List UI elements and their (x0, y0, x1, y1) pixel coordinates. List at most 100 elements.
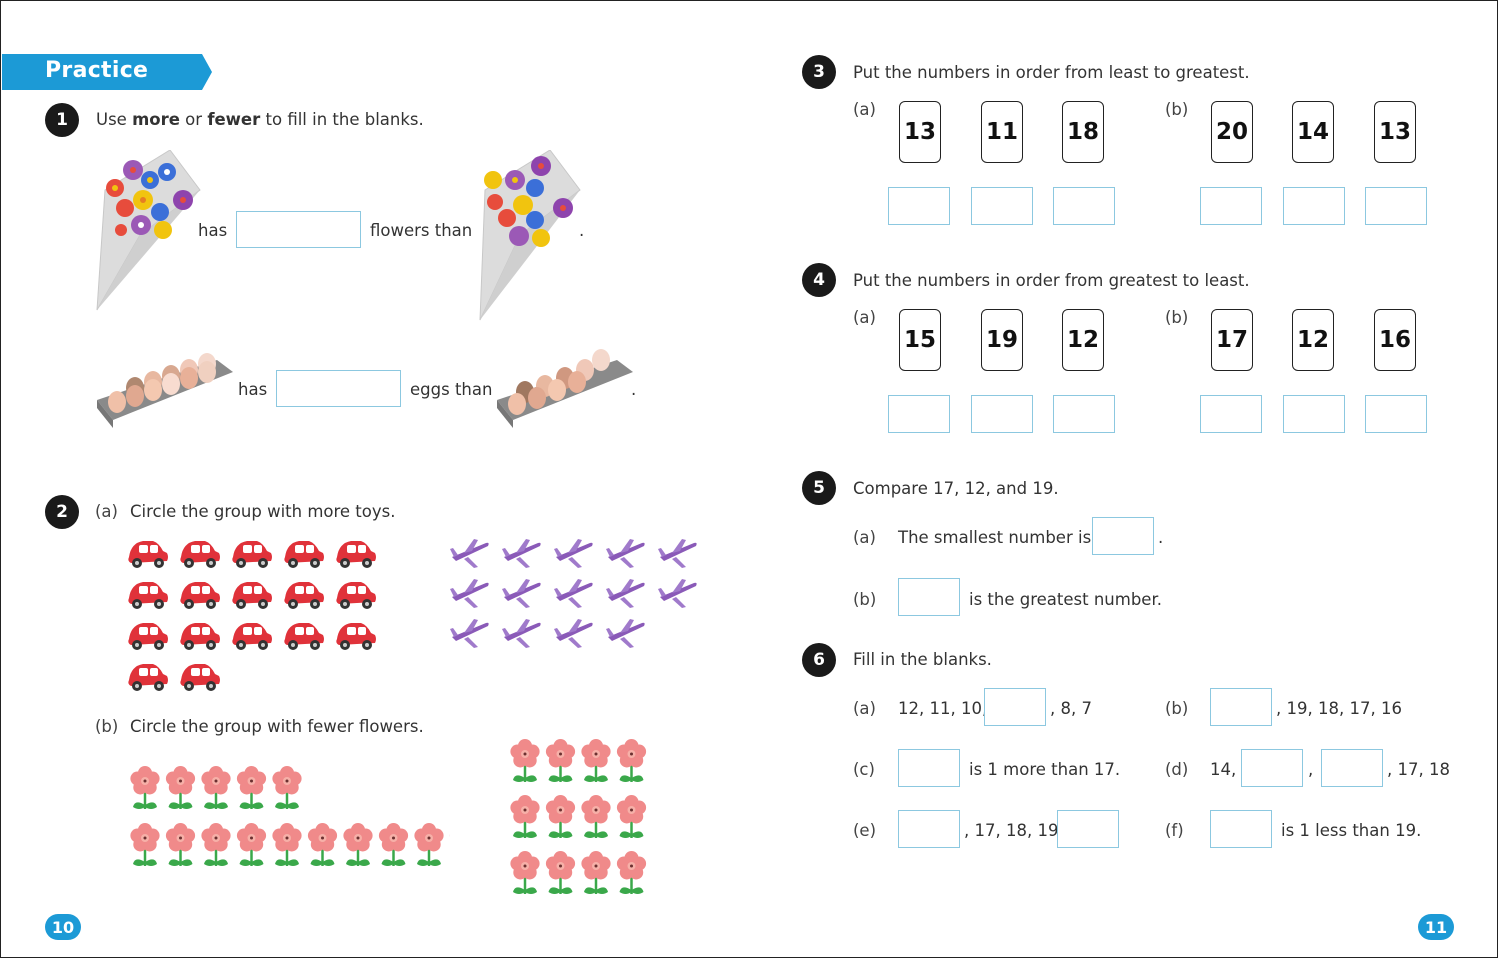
q6a-after: , 8, 7 (1050, 699, 1092, 718)
car-icon (128, 541, 168, 568)
question-number-6: 6 (802, 643, 836, 677)
q1-has-label-2: has (238, 380, 268, 399)
question-number-1: 1 (45, 103, 79, 137)
number-card: 12 (1292, 309, 1334, 371)
airplane-icon (502, 539, 541, 568)
q6a-answer-box[interactable] (984, 688, 1046, 726)
q4a-label: (a) (853, 308, 876, 327)
q1-prompt: Use more or fewer to fill in the blanks. (96, 110, 424, 129)
q6e-answer-box-2[interactable] (1057, 810, 1119, 848)
q1-answer-box-2[interactable] (276, 370, 401, 407)
q3a-answer-box-2[interactable] (971, 187, 1033, 225)
q6e-label: (e) (853, 821, 877, 840)
car-icon (336, 582, 376, 609)
number-card: 16 (1374, 309, 1416, 371)
number-card: 12 (1062, 309, 1104, 371)
flower-icon (545, 795, 576, 838)
airplane-icon (606, 619, 645, 648)
airplane-icon (606, 539, 645, 568)
car-icon (180, 541, 220, 568)
q6e-answer-box-1[interactable] (898, 810, 960, 848)
q2a-label: (a) (95, 502, 118, 521)
q4b-answer-box-2[interactable] (1283, 395, 1345, 433)
q6c-answer-box[interactable] (898, 749, 960, 787)
q6b-answer-box[interactable] (1210, 688, 1272, 726)
flower-icon (510, 739, 540, 782)
car-icon (180, 582, 220, 609)
car-icon (180, 664, 220, 691)
q4a-answer-box-1[interactable] (888, 395, 950, 433)
car-group[interactable] (125, 535, 385, 695)
q6d-answer-box-1[interactable] (1241, 749, 1303, 787)
number-card: 15 (899, 309, 941, 371)
q1-period-2: . (631, 380, 637, 399)
q3a-answer-box-1[interactable] (888, 187, 950, 225)
q3-prompt: Put the numbers in order from least to g… (853, 63, 1250, 82)
flower-icon (616, 795, 647, 838)
q5a-answer-box[interactable] (1092, 517, 1154, 555)
car-icon (128, 664, 168, 691)
q3b-label: (b) (1165, 100, 1189, 119)
flower-icon (165, 823, 196, 866)
flower-icon (130, 766, 160, 809)
car-icon (232, 541, 272, 568)
question-number-2: 2 (45, 495, 79, 529)
q5a-period: . (1158, 528, 1164, 547)
q5b-text: is the greatest number. (969, 590, 1162, 609)
number-card: 17 (1211, 309, 1253, 371)
airplane-group[interactable] (448, 535, 703, 650)
practice-banner (2, 54, 212, 90)
q6a-label: (a) (853, 699, 876, 718)
q6c-label: (c) (853, 760, 875, 779)
number-card: 11 (981, 101, 1023, 163)
flower-icon (165, 766, 196, 809)
car-icon (336, 623, 376, 650)
car-icon (232, 582, 272, 609)
airplane-icon (554, 579, 593, 608)
number-card: 13 (1374, 101, 1416, 163)
q6d-after: , 17, 18 (1387, 760, 1450, 779)
airplane-icon (658, 539, 697, 568)
number-card: 19 (981, 309, 1023, 371)
q2a-prompt: Circle the group with more toys. (130, 502, 396, 521)
q1-flowers-than-label: flowers than (370, 221, 473, 240)
q5b-answer-box[interactable] (898, 578, 960, 616)
q6f-label: (f) (1165, 821, 1184, 840)
flower-icon (581, 795, 611, 838)
q2b-label: (b) (95, 717, 119, 736)
q6d-answer-box-2[interactable] (1321, 749, 1383, 787)
flower-icon (201, 823, 231, 866)
flower-group-left[interactable] (125, 765, 450, 880)
flower-group-right[interactable] (505, 738, 655, 908)
q1-answer-box-1[interactable] (236, 211, 361, 248)
number-card: 18 (1062, 101, 1104, 163)
q3b-answer-box-2[interactable] (1283, 187, 1345, 225)
number-card: 13 (899, 101, 941, 163)
q4b-answer-box-1[interactable] (1200, 395, 1262, 433)
q3b-answer-box-3[interactable] (1365, 187, 1427, 225)
q4a-answer-box-2[interactable] (971, 395, 1033, 433)
q3b-answer-box-1[interactable] (1200, 187, 1262, 225)
q4b-answer-box-3[interactable] (1365, 395, 1427, 433)
q4a-answer-box-3[interactable] (1053, 395, 1115, 433)
question-number-3: 3 (802, 55, 836, 89)
egg-carton-image (497, 349, 633, 428)
q6e-mid: , 17, 18, 19, (964, 821, 1064, 840)
page-number-left: 10 (45, 914, 81, 940)
q6f-after: is 1 less than 19. (1281, 821, 1422, 840)
flower-icon (510, 795, 540, 838)
q4-prompt: Put the numbers in order from greatest t… (853, 271, 1250, 290)
q5-prompt: Compare 17, 12, and 19. (853, 479, 1059, 498)
q6b-after: , 19, 18, 17, 16 (1276, 699, 1402, 718)
q6d-before: 14, (1210, 760, 1237, 779)
q6d-label: (d) (1165, 760, 1189, 779)
flower-icon (581, 851, 611, 894)
flower-icon (130, 823, 160, 866)
q6f-answer-box[interactable] (1210, 810, 1272, 848)
number-card: 20 (1211, 101, 1253, 163)
q5b-label: (b) (853, 590, 877, 609)
q4b-label: (b) (1165, 308, 1189, 327)
flower-icon (616, 851, 647, 894)
q6a-before: 12, 11, 10, (898, 699, 988, 718)
q3a-answer-box-3[interactable] (1053, 187, 1115, 225)
